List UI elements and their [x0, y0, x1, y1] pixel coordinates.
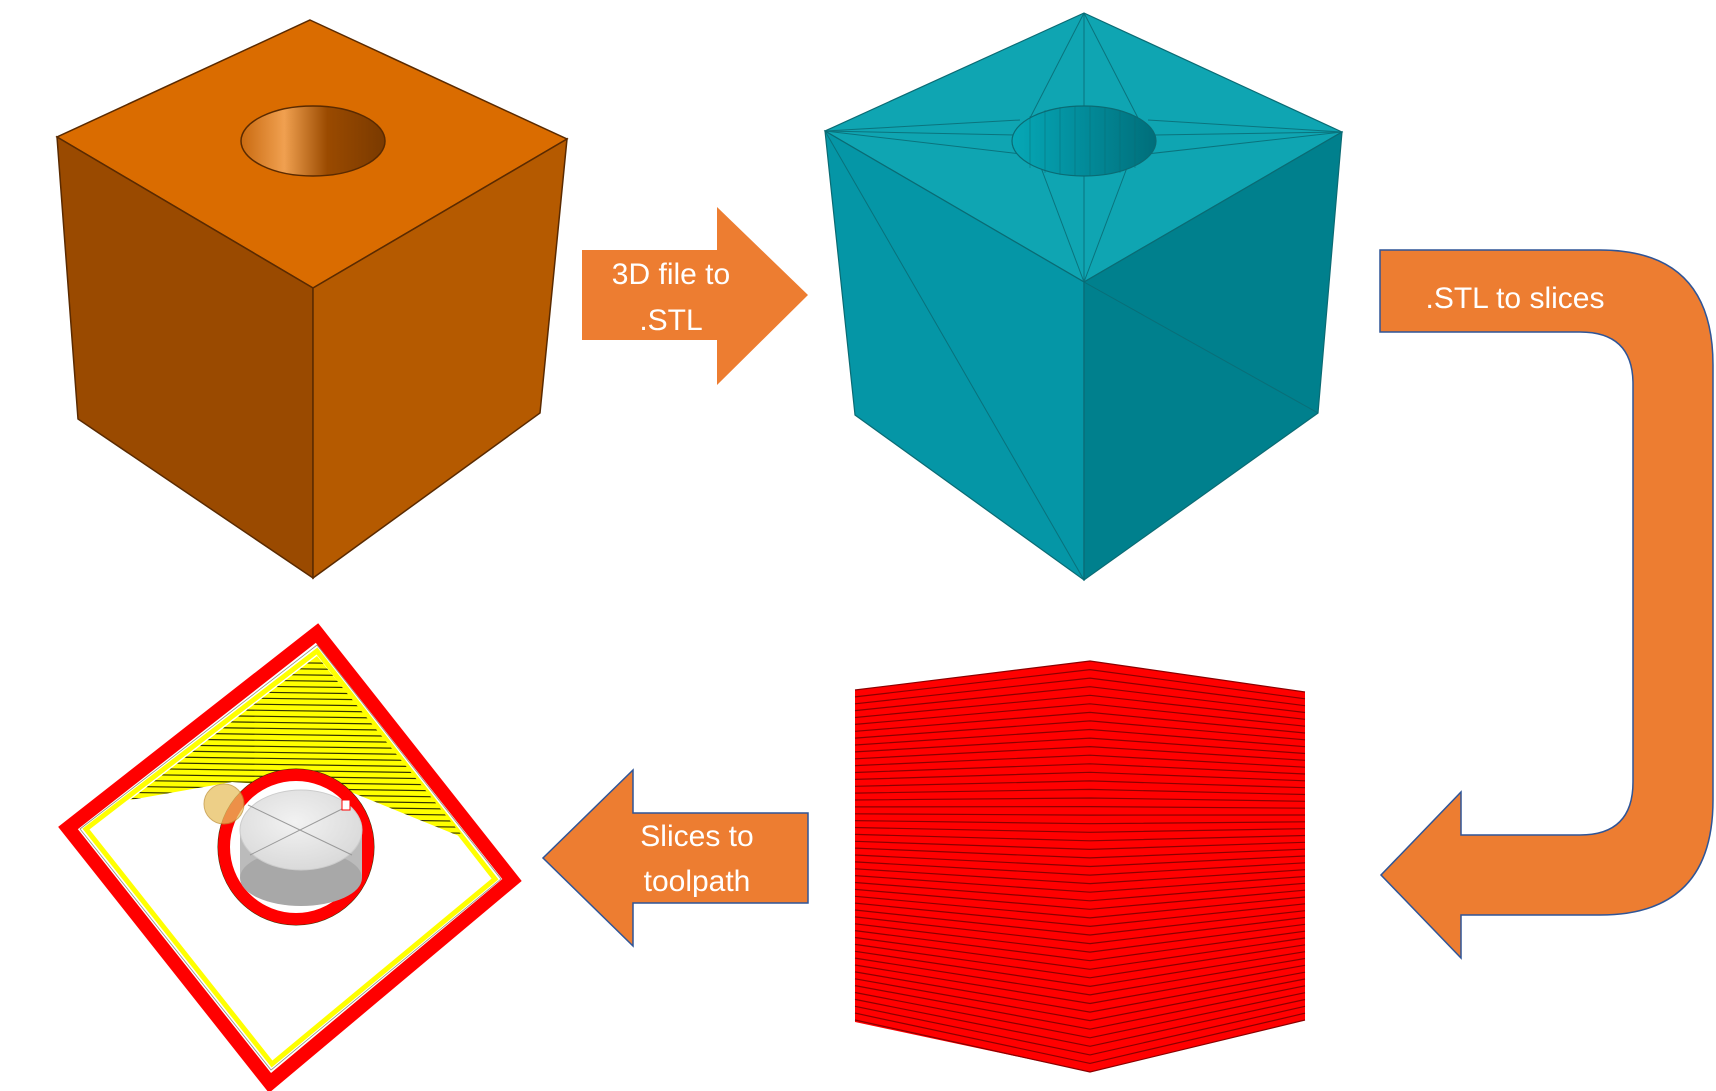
- toolpath-seam-marker: [341, 799, 351, 811]
- slice-layer-line: [854, 868, 1306, 885]
- slice-layer-line: [854, 1005, 1306, 1056]
- arrow-slices-to-toolpath: Slices to toolpath: [541, 768, 809, 948]
- slice-layer-line: [854, 771, 1306, 782]
- toolpath-cylinder: [239, 789, 363, 906]
- slice-layer-line: [854, 694, 1306, 720]
- slice-layer-line: [854, 998, 1306, 1047]
- slice-layer-line: [854, 909, 1306, 936]
- slice-layer-line: [854, 728, 1306, 748]
- stl-hole-facets: [1029, 106, 1136, 176]
- slice-layer-line: [854, 833, 1306, 842]
- slice-layer-line: [854, 854, 1306, 868]
- slice-layer-line: [854, 820, 1306, 825]
- slice-layer-line: [854, 916, 1306, 945]
- arrow-cad-to-stl-shape: [582, 207, 808, 385]
- slice-layer-line: [854, 985, 1306, 1030]
- slice-layer-line: [854, 720, 1306, 741]
- toolpath-inner-perimeter-outline: [79, 644, 502, 1071]
- slice-layer-line: [854, 711, 1306, 734]
- slice-layer-line: [854, 763, 1306, 775]
- cad-cube-hole: [240, 105, 386, 177]
- toolpath-view: [58, 623, 522, 1091]
- slice-layer-line: [854, 847, 1306, 859]
- toolpath-nozzle-marker: [203, 783, 245, 825]
- slice-layer-line: [854, 875, 1306, 893]
- slice-layer-line: [854, 971, 1306, 1013]
- slice-layer-line: [854, 888, 1306, 910]
- arrow-stl-to-slices-shape: [1379, 249, 1714, 960]
- arrow-slices-to-toolpath-label-line2: toolpath: [644, 865, 751, 898]
- stl-cube: [823, 12, 1344, 582]
- arrow-stl-to-slices: .STL to slices: [1379, 249, 1714, 960]
- slice-layer-line: [854, 754, 1306, 768]
- slice-layer-line: [854, 788, 1306, 796]
- slice-layer-line: [854, 1019, 1306, 1073]
- slice-layer-lines: [854, 660, 1306, 1073]
- slice-layer-line: [854, 950, 1306, 988]
- slice-layer-line: [854, 737, 1306, 755]
- slice-layer-line: [854, 861, 1306, 876]
- arrow-slices-to-toolpath-label-line1: Slices to: [640, 820, 753, 853]
- slice-layer-line: [854, 745, 1306, 761]
- slice-layer-line: [854, 840, 1306, 851]
- slice-layer-line: [854, 943, 1306, 979]
- slice-layer-line: [854, 660, 1306, 693]
- slice-layer-line: [854, 957, 1306, 996]
- slice-layer-line: [854, 805, 1306, 809]
- slice-layer-line: [854, 881, 1306, 902]
- slice-layer-line: [854, 813, 1306, 816]
- slice-layer-line: [854, 686, 1306, 714]
- slice-layer-line: [854, 780, 1306, 789]
- slice-layer-line: [854, 923, 1306, 953]
- arrow-cad-to-stl-label-line2: .STL: [639, 304, 702, 337]
- arrow-slices-to-toolpath-shape: [541, 768, 809, 948]
- arrow-cad-to-stl-label-line1: 3D file to: [612, 258, 730, 291]
- slice-layer-line: [854, 826, 1306, 833]
- cad-cube-right-face: [312, 137, 568, 580]
- stl-cube-hole: [1011, 105, 1157, 177]
- slice-layer-line: [854, 703, 1306, 727]
- slice-layer-line: [854, 1012, 1306, 1065]
- slice-layer-line: [854, 677, 1306, 707]
- slice-layer-line: [854, 930, 1306, 962]
- slice-layer-line: [854, 668, 1306, 700]
- slice-layer-line: [854, 964, 1306, 1005]
- arrow-cad-to-stl: 3D file to .STL: [582, 207, 808, 385]
- slice-layer-line: [854, 895, 1306, 919]
- arrow-stl-to-slices-label: .STL to slices: [1426, 282, 1605, 315]
- slice-layer-line: [854, 902, 1306, 928]
- slice-layer-line: [854, 797, 1306, 802]
- slice-layer-line: [854, 936, 1306, 970]
- cad-cube: [55, 19, 569, 580]
- slice-layer-line: [854, 991, 1306, 1039]
- slice-layer-line: [854, 978, 1306, 1022]
- stl-triangulation: [824, 12, 1343, 581]
- sliced-cube: [854, 660, 1306, 1073]
